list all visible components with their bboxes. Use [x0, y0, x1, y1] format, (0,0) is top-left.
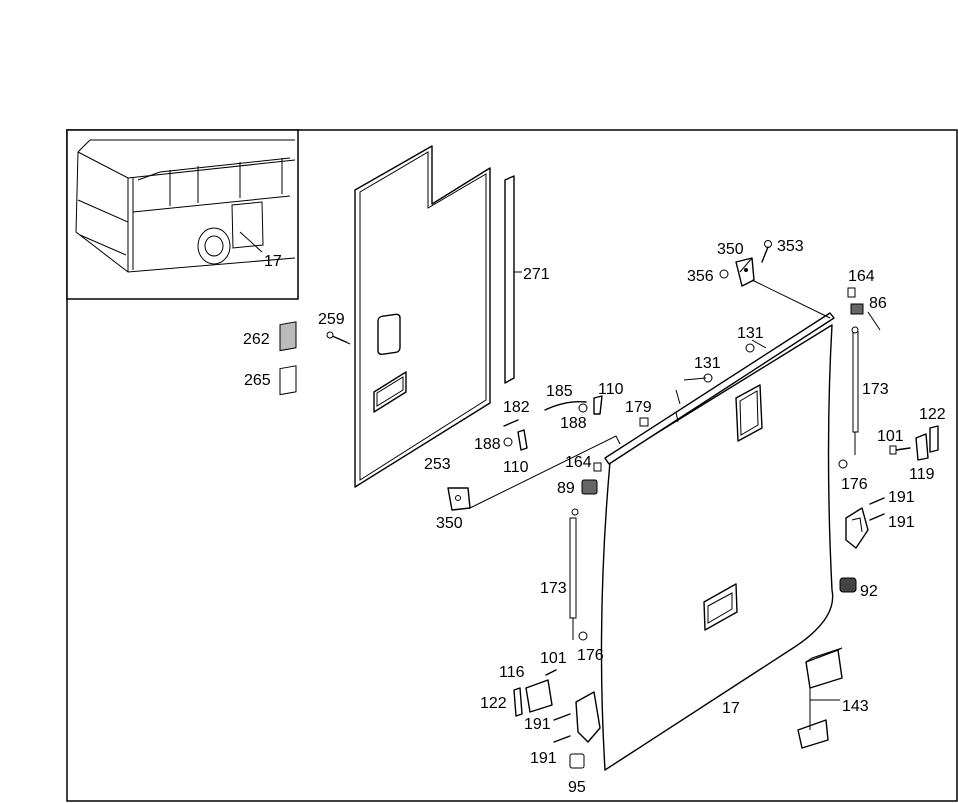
hinge-119	[915, 433, 929, 461]
lever-110-bottom	[517, 429, 528, 451]
callout-191-a: 191	[888, 489, 915, 506]
callout-350-top: 350	[717, 241, 744, 258]
buffer-89	[581, 479, 598, 495]
door-17	[600, 324, 834, 771]
callout-271: 271	[523, 266, 550, 283]
callout-89: 89	[557, 480, 575, 497]
screw-259	[326, 331, 347, 343]
nut-356	[719, 269, 729, 279]
callout-143: 143	[842, 698, 869, 715]
callout-191-d: 191	[530, 750, 557, 767]
callout-110-b: 110	[503, 459, 529, 476]
screw-191-a	[869, 497, 885, 505]
callout-119: 119	[909, 466, 935, 483]
callout-101-right: 101	[877, 428, 904, 445]
bracket-350-bottom	[447, 487, 471, 511]
callout-95: 95	[568, 779, 586, 796]
hinge-116	[525, 679, 553, 713]
callout-191-c: 191	[524, 716, 551, 733]
bushing-176-right	[838, 459, 848, 469]
callout-265: 265	[244, 372, 271, 389]
lock-assembly-right	[845, 507, 869, 549]
callout-259: 259	[318, 311, 345, 328]
callout-131-a: 131	[737, 325, 764, 342]
callout-182: 182	[503, 399, 530, 416]
bolt-101-left	[545, 669, 557, 676]
panel-253	[354, 145, 491, 488]
callout-353: 353	[777, 238, 804, 255]
pad-262	[279, 321, 297, 352]
clip-86	[850, 303, 864, 315]
bracket-350-top	[735, 257, 755, 287]
hinge-rod	[604, 312, 835, 465]
callouts: 17 253 271 259 262 265 350 353 356 131 1…	[243, 238, 946, 796]
inset-callout-17: 17	[264, 253, 282, 270]
diagram-frame	[66, 129, 958, 802]
buffer-92	[839, 577, 857, 593]
screw-191-d	[553, 735, 571, 743]
callout-188-b: 188	[474, 436, 501, 453]
hinge-plate-122-left	[513, 687, 523, 717]
lock-assembly-left	[575, 691, 601, 743]
callout-253: 253	[424, 456, 451, 473]
callout-188-a: 188	[560, 415, 587, 432]
callout-173-right: 173	[862, 381, 889, 398]
callout-17: 17	[722, 700, 740, 717]
callout-176-right: 176	[841, 476, 868, 493]
gas-strut-173-right	[851, 326, 859, 455]
callout-164-a: 164	[565, 454, 592, 471]
callout-101-left: 101	[540, 650, 567, 667]
inset-vehicle-view: 17	[66, 129, 299, 300]
callout-185: 185	[546, 383, 573, 400]
bolt-179	[639, 417, 649, 427]
callout-86: 86	[869, 295, 887, 312]
callout-350-bottom: 350	[436, 515, 463, 532]
callout-176-left: 176	[577, 647, 604, 664]
leader-lines	[345, 257, 881, 730]
linkage-rod-185	[544, 400, 587, 411]
callout-122-left: 122	[480, 695, 507, 712]
bolt-101-right	[889, 445, 911, 455]
screw-191-b	[869, 513, 885, 521]
callout-110-a: 110	[598, 381, 624, 398]
lever-110-top	[593, 395, 603, 415]
callout-131-b: 131	[694, 355, 721, 372]
seal-strip-271	[504, 175, 515, 384]
callout-164-b: 164	[848, 268, 875, 285]
callout-116: 116	[499, 664, 525, 681]
lock-143	[797, 647, 843, 749]
washer-188-top	[578, 403, 588, 413]
callout-92: 92	[860, 583, 878, 600]
callout-262: 262	[243, 331, 270, 348]
callout-179: 179	[625, 399, 652, 416]
pin-182	[503, 419, 519, 427]
screw-353	[761, 240, 772, 263]
buffer-95	[569, 753, 585, 769]
callout-122-right: 122	[919, 406, 946, 423]
clip-164-mid	[593, 462, 602, 472]
bushing-176-left	[578, 631, 588, 641]
hinge-plate-122-right	[929, 425, 939, 453]
washer-188-bottom	[503, 437, 513, 447]
bushing-131-a	[745, 343, 755, 353]
callout-356: 356	[687, 268, 714, 285]
callout-173-left: 173	[540, 580, 567, 597]
screw-191-c	[553, 713, 571, 721]
gas-strut-173-left	[569, 508, 579, 640]
clip-164-top	[847, 287, 856, 298]
pad-265	[279, 365, 297, 396]
callout-191-b: 191	[888, 514, 915, 531]
